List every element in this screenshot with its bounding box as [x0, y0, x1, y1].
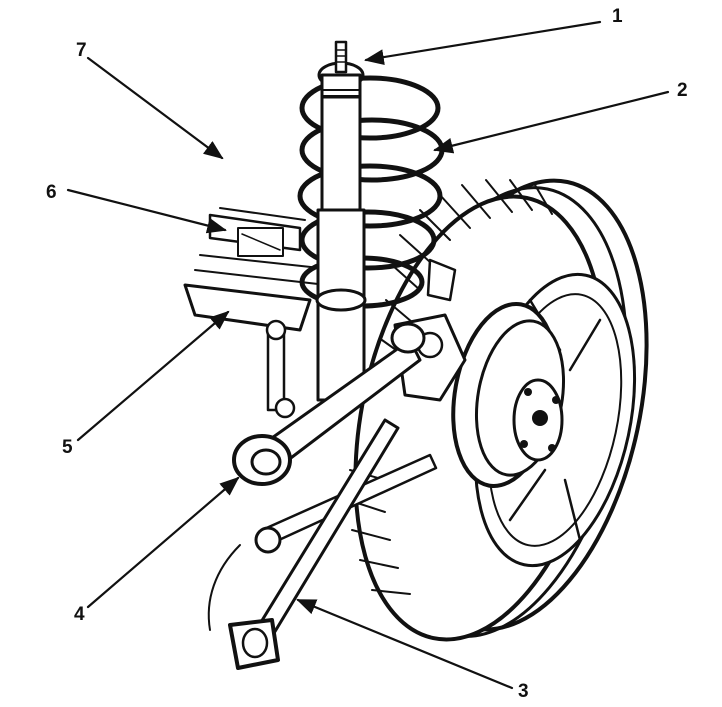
callout-4: 4	[74, 604, 85, 625]
stabilizer-link	[265, 319, 296, 419]
leader-lines	[66, 20, 670, 690]
callout-7: 7	[76, 40, 87, 61]
leader-6	[66, 188, 227, 234]
leader-7	[86, 56, 224, 160]
shock-strut	[315, 40, 367, 402]
callout-6: 6	[46, 182, 57, 203]
lower-link	[228, 418, 400, 670]
callout-1: 1	[612, 6, 623, 27]
callout-labels: 1 2 3 4 5 6 7	[46, 6, 688, 702]
callout-2: 2	[677, 80, 688, 101]
lateral-link	[232, 322, 426, 486]
leader-1	[364, 20, 602, 65]
brake-hub	[451, 301, 566, 489]
callout-3: 3	[518, 681, 529, 702]
leader-3	[296, 598, 514, 690]
leader-5	[76, 310, 230, 442]
stabilizer-bar	[208, 207, 306, 257]
subframe	[183, 254, 321, 332]
callout-5: 5	[62, 437, 73, 458]
leader-4	[86, 476, 240, 609]
leader-2	[433, 90, 670, 154]
